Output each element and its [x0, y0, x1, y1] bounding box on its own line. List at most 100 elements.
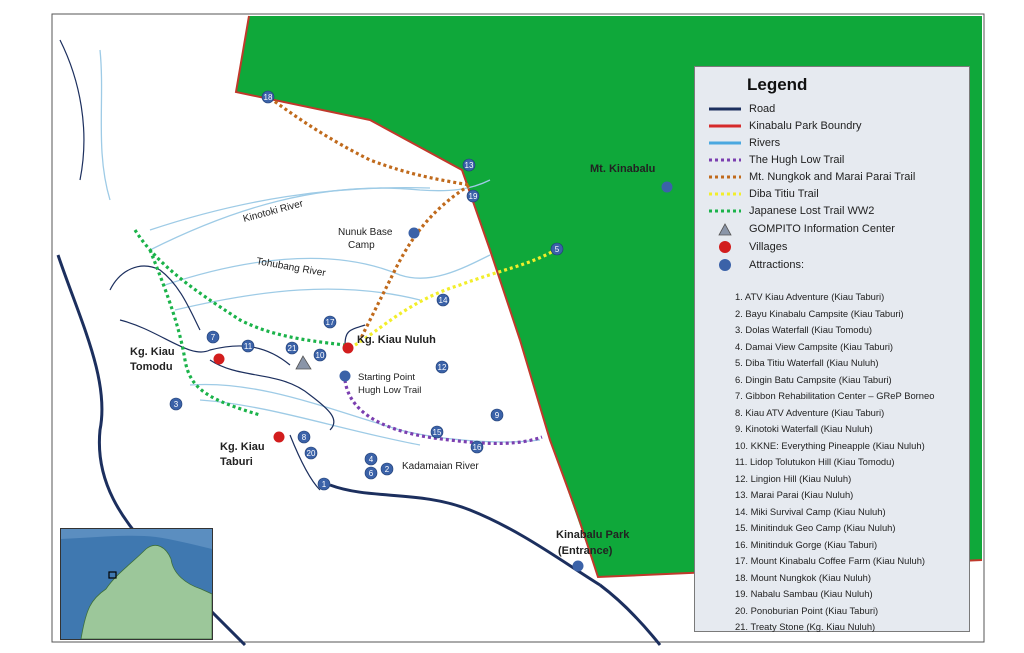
legend-item-boundary: Kinabalu Park Boundry	[707, 118, 862, 134]
attraction-marker-20[interactable]: 20	[304, 446, 318, 460]
japanese-trail-icon	[707, 204, 743, 218]
attraction-marker-12[interactable]: 12	[435, 360, 449, 374]
attraction-marker-number: 5	[555, 245, 560, 254]
attraction-marker-number: 15	[433, 428, 442, 437]
attraction-marker-dot[interactable]	[241, 339, 255, 353]
park-boundary	[234, 15, 983, 579]
attraction-marker-18[interactable]: 18	[261, 90, 275, 104]
minor-roads	[59, 39, 366, 491]
attraction-marker-dot[interactable]	[364, 466, 378, 480]
label-starting-point-2: Hugh Low Trail	[358, 385, 421, 396]
label-kiau-nuluh: Kg. Kiau Nuluh	[357, 334, 436, 346]
attraction-marker-number: 13	[465, 161, 474, 170]
attraction-marker-dot[interactable]	[206, 330, 220, 344]
attraction-list-item: 9. Kinotoki Waterfall (Kiau Nuluh)	[735, 423, 873, 434]
attraction-list-item: 18. Mount Nungkok (Kiau Nuluh)	[735, 571, 872, 583]
legend-title: Legend	[747, 75, 808, 94]
attraction-marker-dot[interactable]	[261, 90, 275, 104]
hugh-low-trail	[343, 379, 543, 446]
label-kiau-taburi-2: Taburi	[220, 456, 253, 468]
village-kiau-taburi[interactable]	[273, 431, 285, 443]
attraction-park-entrance[interactable]	[572, 560, 584, 572]
attraction-marker-dot[interactable]	[436, 293, 450, 307]
attraction-marker-2[interactable]: 2	[380, 462, 394, 476]
attraction-marker-dot[interactable]	[323, 315, 337, 329]
attraction-list-item: 2. Bayu Kinabalu Campsite (Kiau Taburi)	[735, 307, 904, 319]
legend-item-diba-titiu: Diba Titiu Trail	[707, 186, 819, 202]
attraction-marker-number: 6	[369, 469, 374, 478]
attraction-marker-dot[interactable]	[462, 158, 476, 172]
boundary-line-icon	[707, 119, 743, 133]
attraction-list-item: 21. Treaty Stone (Kg. Kiau Nuluh)	[735, 621, 876, 632]
attraction-marker-8[interactable]: 8	[297, 430, 311, 444]
label-nunuk-1: Nunuk Base	[338, 227, 393, 238]
attraction-marker-dot[interactable]	[285, 341, 299, 355]
attraction-marker-dot[interactable]	[313, 348, 327, 362]
blue-dot-icon	[707, 258, 743, 272]
inset-location-marker	[108, 571, 117, 579]
attraction-marker-4[interactable]: 4	[364, 452, 378, 466]
attraction-marker-number: 11	[244, 342, 253, 351]
label-starting-point-1: Starting Point	[358, 372, 415, 383]
road-east	[329, 483, 601, 587]
road-line-icon	[707, 102, 743, 116]
attraction-marker-number: 10	[316, 351, 325, 360]
attraction-marker-dot[interactable]	[550, 242, 564, 256]
attraction-marker-dot[interactable]	[304, 446, 318, 460]
river-line-icon	[707, 136, 743, 150]
label-kiau-tomodu-2: Tomodu	[130, 361, 173, 373]
attraction-mt-kinabalu[interactable]	[661, 181, 673, 193]
attraction-marker-number: 8	[302, 433, 307, 442]
attraction-list-item: 12. Lingion Hill (Kiau Nuluh)	[735, 472, 852, 484]
attraction-marker-5[interactable]: 5	[550, 242, 564, 256]
attraction-marker-dot[interactable]	[317, 477, 331, 491]
attraction-marker-dot[interactable]	[430, 425, 444, 439]
road-south	[599, 583, 662, 646]
attraction-marker-number: 9	[495, 411, 500, 420]
attraction-marker-7[interactable]: 7	[206, 330, 220, 344]
attraction-marker-number: 12	[438, 363, 447, 372]
legend-item-hugh-low: The Hugh Low Trail	[707, 152, 844, 168]
attraction-marker-dot[interactable]	[466, 189, 480, 203]
attraction-marker-17[interactable]: 17	[323, 315, 337, 329]
attraction-marker-dot[interactable]	[470, 440, 484, 454]
attraction-marker-10[interactable]: 10	[313, 348, 327, 362]
attraction-marker-1[interactable]: 1	[317, 477, 331, 491]
attraction-marker-dot[interactable]	[435, 360, 449, 374]
attraction-marker-dot[interactable]	[490, 408, 504, 422]
triangle-icon	[707, 222, 743, 236]
attraction-marker-dot[interactable]	[169, 397, 183, 411]
attraction-marker-14[interactable]: 14	[436, 293, 450, 307]
attraction-marker-number: 3	[174, 400, 179, 409]
label-park-entrance-1: Kinabalu Park	[556, 529, 630, 541]
village-kiau-tomodu[interactable]	[213, 353, 225, 365]
inset-map	[60, 528, 213, 640]
attraction-marker-15[interactable]: 15	[430, 425, 444, 439]
legend-item-gompito: GOMPITO Information Center	[707, 221, 895, 237]
attraction-marker-6[interactable]: 6	[364, 466, 378, 480]
attraction-marker-dot[interactable]	[364, 452, 378, 466]
attraction-marker-number: 19	[469, 192, 478, 201]
attraction-marker-13[interactable]: 13	[462, 158, 476, 172]
inset-landmass	[80, 545, 212, 639]
gompito-info-center[interactable]	[295, 355, 312, 370]
attraction-marker-19[interactable]: 19	[466, 189, 480, 203]
red-dot-icon	[707, 240, 743, 254]
attraction-marker-3[interactable]: 3	[169, 397, 183, 411]
inset-map-graphic	[61, 529, 212, 639]
attraction-nunuk-base-camp[interactable]	[408, 227, 420, 239]
attraction-list-item: 3. Dolas Waterfall (Kiau Tomodu)	[735, 324, 873, 335]
attraction-marker-21[interactable]: 21	[285, 341, 299, 355]
attraction-marker-dot[interactable]	[297, 430, 311, 444]
attraction-list-item: 14. Miki Survival Camp (Kiau Nuluh)	[735, 505, 886, 517]
attraction-marker-number: 17	[326, 318, 335, 327]
attraction-list-item: 20. Ponoburian Point (Kiau Taburi)	[735, 604, 879, 616]
attraction-marker-9[interactable]: 9	[490, 408, 504, 422]
label-mt-kinabalu: Mt. Kinabalu	[590, 163, 655, 175]
attraction-marker-dot[interactable]	[380, 462, 394, 476]
attraction-starting-point[interactable]	[339, 370, 351, 382]
attraction-marker-11[interactable]: 11	[241, 339, 255, 353]
village-kiau-nuluh[interactable]	[342, 342, 354, 354]
attraction-marker-16[interactable]: 16	[470, 440, 484, 454]
attraction-marker-number: 1	[322, 480, 327, 489]
